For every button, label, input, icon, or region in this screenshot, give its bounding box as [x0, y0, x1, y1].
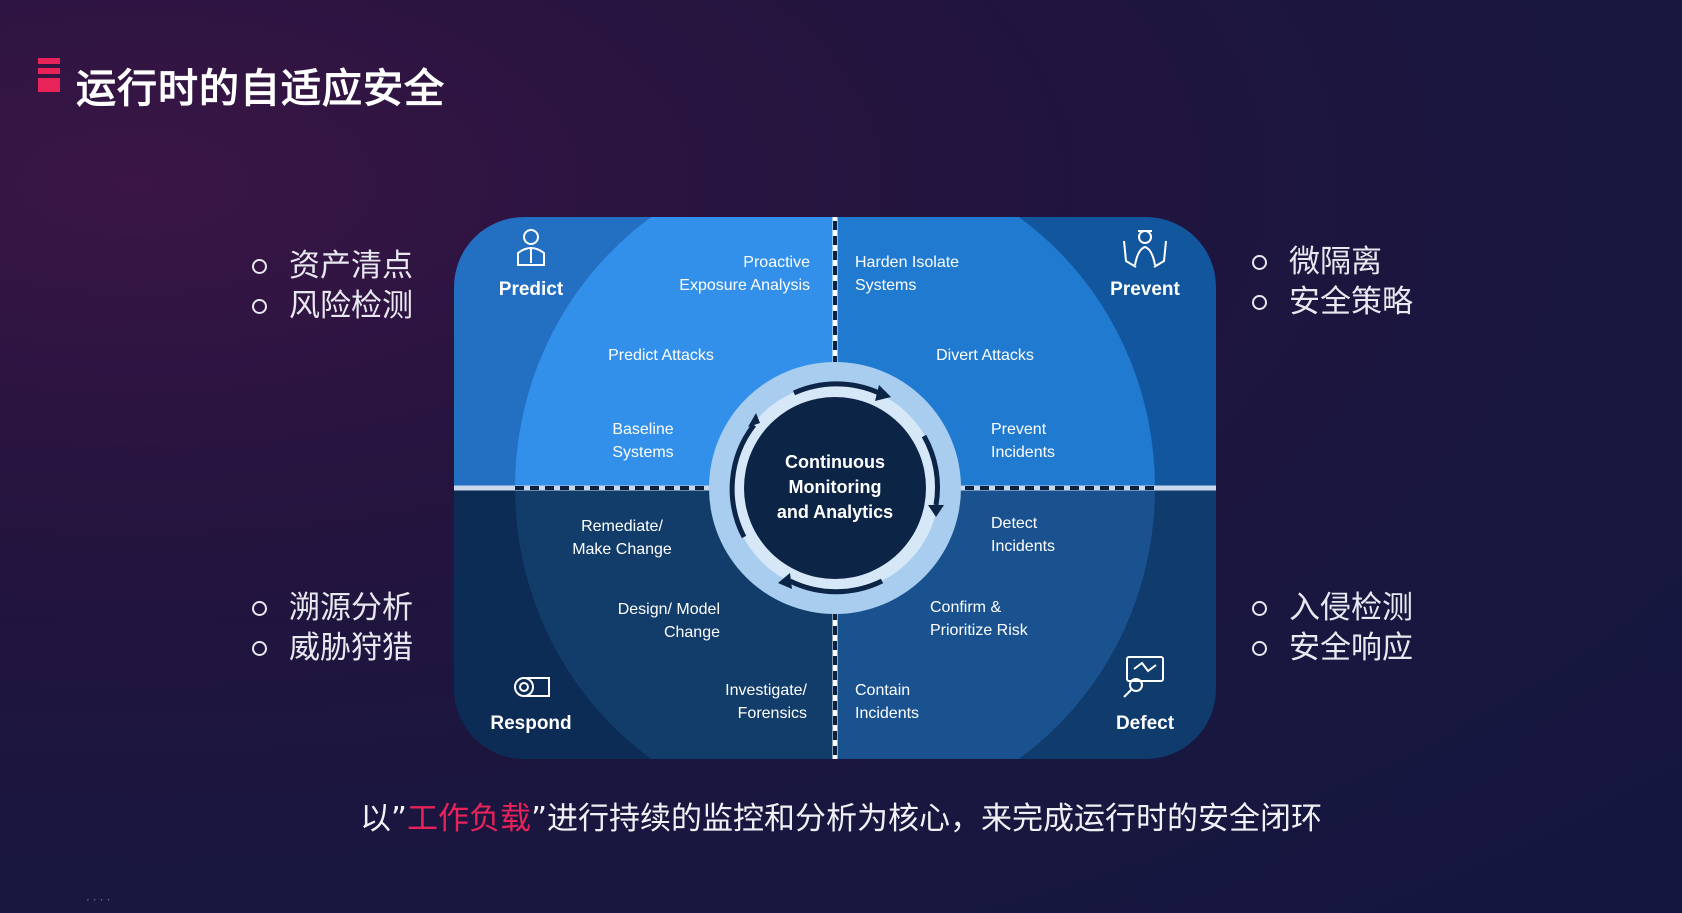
highlight-workload: 工作负载: [407, 801, 531, 837]
cycle-arrow-right: [921, 434, 941, 506]
center-core: [744, 397, 926, 579]
quadrant-title-defect: Defect: [1116, 713, 1175, 734]
cycle-arrowheads: [748, 385, 944, 589]
circle-bullet-icon: [252, 258, 267, 274]
svg-text:Proactive: Proactive: [743, 254, 810, 271]
person-icon: [517, 229, 545, 266]
circle-bullet-icon: [252, 298, 267, 314]
shield-hands-icon: [1123, 230, 1167, 268]
arrowhead-icon: [875, 385, 891, 401]
predict-labels: Proactive Exposure Analysis Predict Atta…: [608, 254, 810, 461]
svg-text:Divert Attacks: Divert Attacks: [936, 347, 1034, 364]
svg-text:Predict Attacks: Predict Attacks: [608, 347, 714, 364]
page-title: 运行时的自适应安全: [76, 66, 445, 112]
bullet-item: 风险检测: [252, 286, 413, 326]
arrowhead-icon: [748, 413, 760, 427]
svg-text:Make Change: Make Change: [572, 541, 672, 558]
svg-text:Systems: Systems: [855, 277, 916, 294]
bullet-item: 资产清点: [252, 246, 413, 286]
quadrant-title-prevent: Prevent: [1110, 279, 1180, 300]
monitor-search-icon: [1123, 656, 1164, 698]
center-label: Continuous Monitoring and Analytics: [777, 452, 893, 522]
svg-text:Exposure Analysis: Exposure Analysis: [679, 277, 810, 294]
cycle-arrows: [729, 381, 941, 595]
bullet-item: 溯源分析: [252, 588, 413, 628]
bullet-item: 入侵检测: [1252, 588, 1413, 628]
respond-labels: Remediate/ Make Change Design/ Model Cha…: [572, 518, 807, 722]
quadrant-titles: Predict Prevent Respond Defect: [490, 279, 1180, 734]
arrowhead-icon: [778, 573, 792, 589]
bullet-list-bottom-left: 溯源分析 威胁狩猎: [252, 588, 413, 668]
bullet-item: 安全响应: [1252, 628, 1413, 668]
cycle-arrow-left: [729, 423, 756, 539]
svg-text:Investigate/: Investigate/: [725, 682, 807, 699]
bullet-list-bottom-right: 入侵检测 安全响应: [1252, 588, 1413, 668]
svg-text:and Analytics: and Analytics: [777, 502, 893, 522]
bullet-list-top-left: 资产清点 风险检测: [252, 246, 413, 326]
bullet-item: 安全策略: [1252, 282, 1413, 322]
svg-text:Remediate/: Remediate/: [581, 518, 663, 535]
svg-text:Baseline: Baseline: [612, 421, 673, 438]
svg-text:Monitoring: Monitoring: [789, 477, 882, 497]
svg-text:Incidents: Incidents: [991, 538, 1055, 555]
circle-bullet-icon: [252, 640, 267, 656]
svg-text:Prioritize Risk: Prioritize Risk: [930, 622, 1029, 639]
bullet-item: 威胁狩猎: [252, 628, 413, 668]
cycle-arrow-top: [792, 381, 881, 396]
svg-text:Design/ Model: Design/ Model: [618, 601, 720, 618]
title-accent-bar: [38, 58, 60, 98]
circle-bullet-icon: [1252, 294, 1267, 310]
cycle-arrow-bottom: [788, 578, 884, 595]
svg-text:Incidents: Incidents: [855, 705, 919, 722]
svg-text:Forensics: Forensics: [738, 705, 807, 722]
circle-bullet-icon: [1252, 600, 1267, 616]
svg-text:Detect: Detect: [991, 515, 1038, 532]
circle-bullet-icon: [1252, 640, 1267, 656]
svg-text:Harden Isolate: Harden Isolate: [855, 254, 959, 271]
quadrant-title-respond: Respond: [490, 713, 571, 734]
summary-caption: 以”工作负载”进行持续的监控和分析为核心，来完成运行时的安全闭环: [359, 801, 1323, 837]
tape-icon: [514, 677, 550, 697]
svg-text:Continuous: Continuous: [785, 452, 885, 472]
bullet-item: 微隔离: [1252, 242, 1413, 282]
circle-bullet-icon: [1252, 254, 1267, 270]
svg-text:Prevent: Prevent: [991, 421, 1047, 438]
svg-text:Incidents: Incidents: [991, 444, 1055, 461]
svg-text:Contain: Contain: [855, 682, 910, 699]
adaptive-security-diagram: Continuous Monitoring and Analytics Pred…: [454, 217, 1216, 759]
svg-text:Confirm &: Confirm &: [930, 599, 1001, 616]
arrowhead-icon: [928, 505, 944, 517]
svg-text:Change: Change: [664, 624, 720, 641]
prevent-labels: Harden Isolate Systems Divert Attacks Pr…: [855, 254, 1055, 461]
quadrant-title-predict: Predict: [499, 279, 564, 300]
bullet-list-top-right: 微隔离 安全策略: [1252, 242, 1413, 322]
circle-bullet-icon: [252, 600, 267, 616]
defect-labels: Detect Incidents Confirm & Prioritize Ri…: [855, 515, 1055, 722]
footer-decoration: ····: [86, 893, 114, 907]
svg-text:Systems: Systems: [612, 444, 673, 461]
